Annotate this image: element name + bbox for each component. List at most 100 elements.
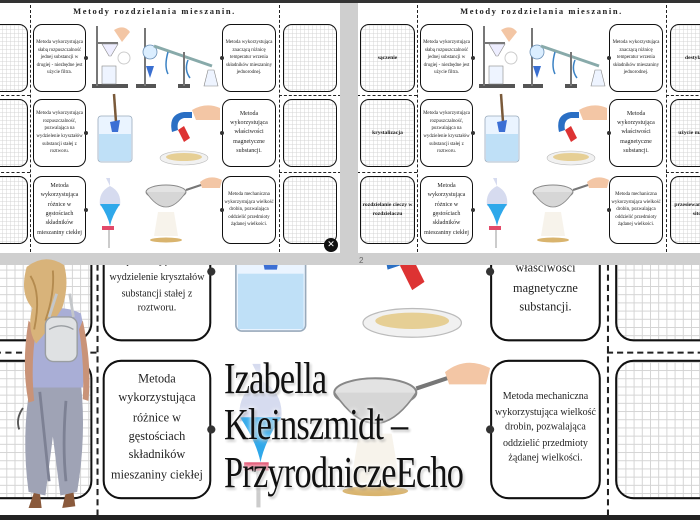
description-card-left: Metoda wykorzystująca rozpuszczalność, p… (33, 99, 86, 167)
method-description: Metoda mechaniczna wykorzystująca wielko… (611, 192, 661, 228)
sieve-image (532, 177, 609, 243)
description-card-right: Metoda wykorzystująca znaczącą różnicę t… (222, 24, 276, 92)
connector-dot (607, 56, 611, 60)
method-description: Metoda wykorzystująca rozpuszczalność, p… (36, 111, 83, 155)
description-card-left: Metoda wykorzystująca różnice w gęstości… (33, 176, 86, 244)
crystallization-beaker-image (235, 265, 307, 332)
separatory-funnel-image (239, 363, 282, 508)
cut-line (666, 3, 667, 252)
answer-card-left[interactable]: rozdzielanie cieczy w rozdzielaczu (360, 176, 415, 244)
slide-thumbnail-1[interactable]: Metody rozdzielania mieszanin. Metoda wy… (0, 3, 340, 253)
connector-dot (207, 425, 216, 434)
cut-line (606, 351, 700, 354)
description-card-right: Metoda mechaniczna wykorzystująca wielko… (490, 359, 601, 500)
cut-line (0, 172, 30, 173)
cut-line (0, 95, 30, 96)
cut-line (666, 95, 700, 96)
distillation-apparatus-image (523, 28, 606, 88)
method-label: sączenie (377, 54, 398, 61)
crystallization-beaker-image (484, 93, 520, 163)
answer-card-left[interactable] (0, 176, 28, 244)
connector-dot (607, 131, 611, 135)
method-description: Metoda wykorzystująca znaczącą różnicę t… (225, 40, 273, 76)
description-card-right: Metoda mechaniczna wykorzystująca wielko… (222, 176, 276, 244)
description-card-right: Metoda wykorzystująca właściwości magnet… (490, 265, 601, 342)
separatory-funnel-image (486, 178, 508, 248)
brand-name-text: PrzyrodniczeEcho (224, 448, 464, 497)
method-description: Metoda wykorzystująca właściwości magnet… (230, 110, 268, 154)
connector-dot (471, 56, 475, 60)
method-description: Metoda wykorzystująca właściwości magnet… (617, 110, 655, 154)
answer-card-right[interactable] (283, 176, 337, 244)
answer-card-right[interactable]: przesiewanie przez sito (670, 176, 700, 244)
sieve-image (333, 362, 491, 497)
magnet-image (546, 105, 607, 166)
connector-dot (607, 208, 611, 212)
slide-title: Metody rozdzielania mieszanin. (460, 6, 623, 16)
answer-card-right[interactable] (615, 265, 700, 342)
cut-line (358, 172, 417, 173)
sieve-image (145, 177, 222, 243)
method-label: użycie magnesu (678, 129, 700, 136)
page-number: 2 (359, 256, 364, 265)
method-description: Metoda wykorzystująca rozpuszczalność, p… (423, 111, 470, 155)
distillation-apparatus-image (136, 28, 219, 88)
answer-card-right[interactable] (283, 99, 337, 167)
description-card-left: Metoda wykorzystująca słabą rozpuszczaln… (420, 24, 473, 92)
answer-card-right[interactable]: destylacja (670, 24, 700, 92)
method-description: Metoda mechaniczna wykorzystująca wielko… (494, 392, 596, 466)
cut-line (417, 3, 418, 252)
connector-dot (207, 267, 216, 276)
connector-dot (220, 208, 224, 212)
magnet-image (362, 265, 463, 338)
method-description: Metoda wykorzystująca rozpuszczalność, p… (109, 265, 205, 316)
method-label: przesiewanie przez sito (674, 202, 700, 217)
separatory-funnel-image (99, 178, 121, 248)
method-label: destylacja (685, 54, 700, 61)
crystallization-beaker-image (97, 93, 133, 163)
connector-dot (220, 131, 224, 135)
description-card-left: Metoda wykorzystująca różnice w gęstości… (420, 176, 473, 244)
slide-title: Metody rozdzielania mieszanin. (73, 6, 236, 16)
magnet-image (159, 105, 220, 166)
answer-card-right[interactable]: użycie magnesu (670, 99, 700, 167)
method-label: krystalizacja (372, 129, 403, 136)
lab-equipment-illustrations (92, 26, 222, 248)
answer-card-left[interactable]: sączenie (360, 24, 415, 92)
close-icon[interactable]: ✕ (324, 238, 338, 252)
connector-dot (471, 208, 475, 212)
answer-card-right[interactable] (283, 24, 337, 92)
window-top-border (0, 0, 700, 3)
connector-dot (486, 425, 495, 434)
connector-dot (486, 267, 495, 276)
connector-dot (84, 208, 88, 212)
method-description: Metoda mechaniczna wykorzystująca wielko… (224, 192, 274, 228)
description-card-right: Metoda wykorzystująca właściwości magnet… (609, 99, 663, 167)
description-card-right: Metoda wykorzystująca znaczącą różnicę t… (609, 24, 663, 92)
answer-card-left[interactable] (0, 99, 28, 167)
author-name-text: Izabella Kleinszmidt – (224, 354, 408, 449)
cut-line (96, 265, 99, 515)
method-description: Metoda wykorzystująca właściwości magnet… (513, 265, 578, 315)
description-card-left: Metoda wykorzystująca rozpuszczalność, p… (102, 265, 212, 342)
cut-line (279, 95, 340, 96)
bottom-border (0, 515, 700, 520)
answer-card-left[interactable] (0, 24, 28, 92)
filtration-setup-image (479, 26, 518, 88)
cut-line (606, 265, 609, 515)
answer-card-right[interactable] (615, 359, 700, 500)
connector-dot (84, 56, 88, 60)
description-card-left: Metoda wykorzystująca różnice w gęstości… (102, 359, 212, 500)
worksheet-slide: Metody rozdzielania mieszanin. Metoda wy… (0, 3, 340, 252)
method-label: rozdzielanie cieczy w rozdzielaczu (362, 202, 413, 217)
description-card-left: Metoda wykorzystująca słabą rozpuszczaln… (33, 24, 86, 92)
method-description: Metoda wykorzystująca różnice w gęstości… (37, 183, 82, 236)
answer-card-left[interactable]: krystalizacja (360, 99, 415, 167)
description-card-right: Metoda wykorzystująca właściwości magnet… (222, 99, 276, 167)
connector-dot (471, 131, 475, 135)
cut-line (666, 172, 700, 173)
description-card-right: Metoda mechaniczna wykorzystująca wielko… (609, 176, 663, 244)
woman-with-backpack-image (17, 259, 90, 508)
